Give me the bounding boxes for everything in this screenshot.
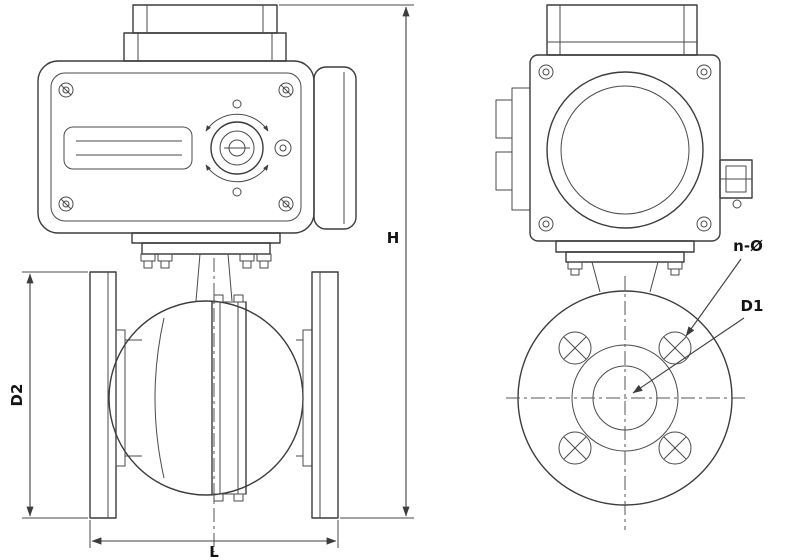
position-indicator-dial (205, 99, 269, 197)
motor-cylinder (123, 4, 287, 62)
label-n-bolt: n-Ø (733, 237, 763, 255)
housing-screw (696, 216, 712, 232)
dim-label-l: L (209, 543, 219, 560)
ball-body (108, 300, 304, 496)
callout-d1: D1 (632, 297, 764, 394)
gear-cover-circle (546, 71, 704, 229)
dimension-d2: D2 (8, 271, 88, 519)
callout-n-bolt-holes: n-Ø (685, 237, 763, 337)
actuator-housing (37, 60, 315, 234)
bracket-bolt (567, 261, 583, 276)
bracket-bolt (140, 253, 156, 269)
side-view (495, 4, 753, 530)
side-screw (274, 139, 292, 157)
housing-screw-bottom-left (58, 196, 74, 212)
housing-screw-top-right (278, 82, 294, 98)
bolt-hole (658, 431, 692, 465)
conduit-entry (495, 151, 513, 191)
bracket-bolt (256, 253, 272, 269)
bolt-hole (558, 331, 592, 365)
dimension-h: H (279, 4, 414, 519)
center-body-joint (211, 294, 247, 502)
front-view (37, 4, 357, 552)
label-d1: D1 (741, 297, 764, 315)
bracket-bolt (157, 253, 173, 269)
housing-screw (538, 216, 554, 232)
mounting-bracket-side (555, 240, 695, 293)
bracket-bolt (239, 253, 255, 269)
right-flange (302, 271, 339, 519)
housing-screw (696, 64, 712, 80)
dim-label-d2: D2 (8, 384, 26, 407)
bracket-bolt (667, 261, 683, 276)
nameplate (63, 126, 193, 170)
terminal-box (719, 159, 753, 209)
dim-label-h: H (387, 229, 400, 247)
valve-body-front (89, 271, 339, 519)
conduit-plate (511, 87, 531, 211)
mounting-bracket-front (131, 232, 281, 302)
housing-screw (538, 64, 554, 80)
bolt-hole (658, 331, 692, 365)
actuator-housing-side (495, 54, 753, 242)
conduit-entry (495, 99, 513, 139)
housing-screw-top-left (58, 82, 74, 98)
body-seam (154, 317, 165, 479)
dimension-l: L (89, 520, 339, 560)
bolt-hole (558, 431, 592, 465)
left-flange (89, 271, 126, 519)
motor-cylinder-side (546, 4, 698, 56)
actuator-end-cap (313, 66, 357, 230)
housing-screw-bottom-right (278, 196, 294, 212)
